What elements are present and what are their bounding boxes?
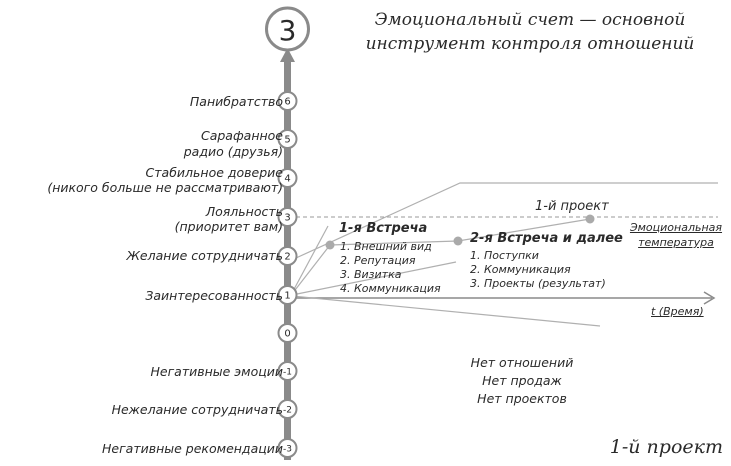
level-label-1: Заинтересованность (145, 288, 283, 303)
level-label-6: Панибратство (189, 94, 283, 109)
level-value-0: 0 (284, 329, 290, 340)
level-value-6: 6 (284, 97, 290, 108)
level-node-4 (277, 168, 298, 188)
level-node-1 (277, 285, 298, 305)
level-label-m3: Негативные рекомендации (102, 441, 283, 456)
fan-line-1 (291, 225, 329, 294)
time-axis-label: t (Время) (651, 305, 704, 318)
meeting1-item-1: 1. Внешний вид (340, 240, 432, 253)
time-axis-arrow (703, 291, 716, 305)
level-label-5a: Сарафанное (200, 128, 283, 143)
badge-circle (265, 6, 310, 52)
level-label-5b: радио (друзья) (183, 144, 283, 159)
bottom-project-label: 1-й проект (609, 436, 723, 458)
no-relations-3: Нет проектов (477, 391, 567, 406)
meeting1-item-4: 4. Коммуникация (340, 282, 441, 295)
level-label-m2: Нежелание сотрудничать (111, 402, 283, 417)
fan-line-4 (291, 295, 601, 327)
level-node-0 (277, 323, 298, 343)
level-value-2: 2 (284, 252, 290, 263)
meeting2-item-1: 1. Поступки (470, 249, 539, 262)
upper-trend-line (295, 182, 718, 259)
emotional-temp-line2: температура (638, 236, 714, 249)
node-meeting1 (325, 240, 335, 250)
level-node-5 (277, 129, 298, 149)
level-label-4a: Стабильное доверие (145, 165, 283, 180)
level-value-1: 1 (284, 291, 290, 302)
level-node-m3 (277, 438, 298, 458)
meeting2-item-2: 2. Коммуникация (470, 263, 571, 276)
badge-number: 3 (279, 14, 297, 47)
meeting1-title: 1-я Встреча (339, 221, 428, 236)
meeting2-title: 2-я Встреча и далее (470, 231, 623, 246)
meeting1-item-2: 2. Репутация (340, 254, 416, 267)
level-value-3: 3 (284, 213, 290, 224)
level-node-m1 (277, 361, 298, 381)
level-value-4: 4 (284, 174, 290, 185)
no-relations-1: Нет отношений (470, 355, 574, 370)
level-node-m2 (277, 399, 298, 419)
no-relations-2: Нет продаж (482, 373, 562, 388)
level-value-m3: -3 (283, 445, 292, 455)
level-value-m1: -1 (283, 368, 292, 378)
axis-arrow-up (280, 48, 295, 62)
level-value-m2: -2 (283, 406, 292, 416)
level-value-5: 5 (284, 135, 290, 146)
level-label-m1: Негативные эмоции (150, 364, 284, 379)
level-label-3b: (приоритет вам) (174, 219, 283, 234)
level-node-3 (277, 207, 298, 227)
page-title: Эмоциональный счет — основной инструмент… (365, 10, 695, 54)
emotional-temp-line1: Эмоциональная (629, 221, 723, 234)
fan-line-2 (291, 244, 331, 295)
level-node-6 (277, 91, 298, 111)
level-label-3a: Лояльность (205, 204, 283, 219)
meeting2-item-3: 3. Проекты (результат) (470, 277, 606, 290)
level-node-2 (277, 246, 298, 266)
level-label-2: Желание сотрудничать (126, 248, 283, 263)
node-project (585, 214, 595, 224)
fan-line-3 (291, 261, 457, 296)
meeting1-item-3: 3. Визитка (340, 268, 402, 281)
node-meeting2 (453, 236, 463, 246)
project-label: 1-й проект (535, 199, 609, 214)
level-label-4b: (никого больше не рассматривают) (47, 180, 283, 195)
